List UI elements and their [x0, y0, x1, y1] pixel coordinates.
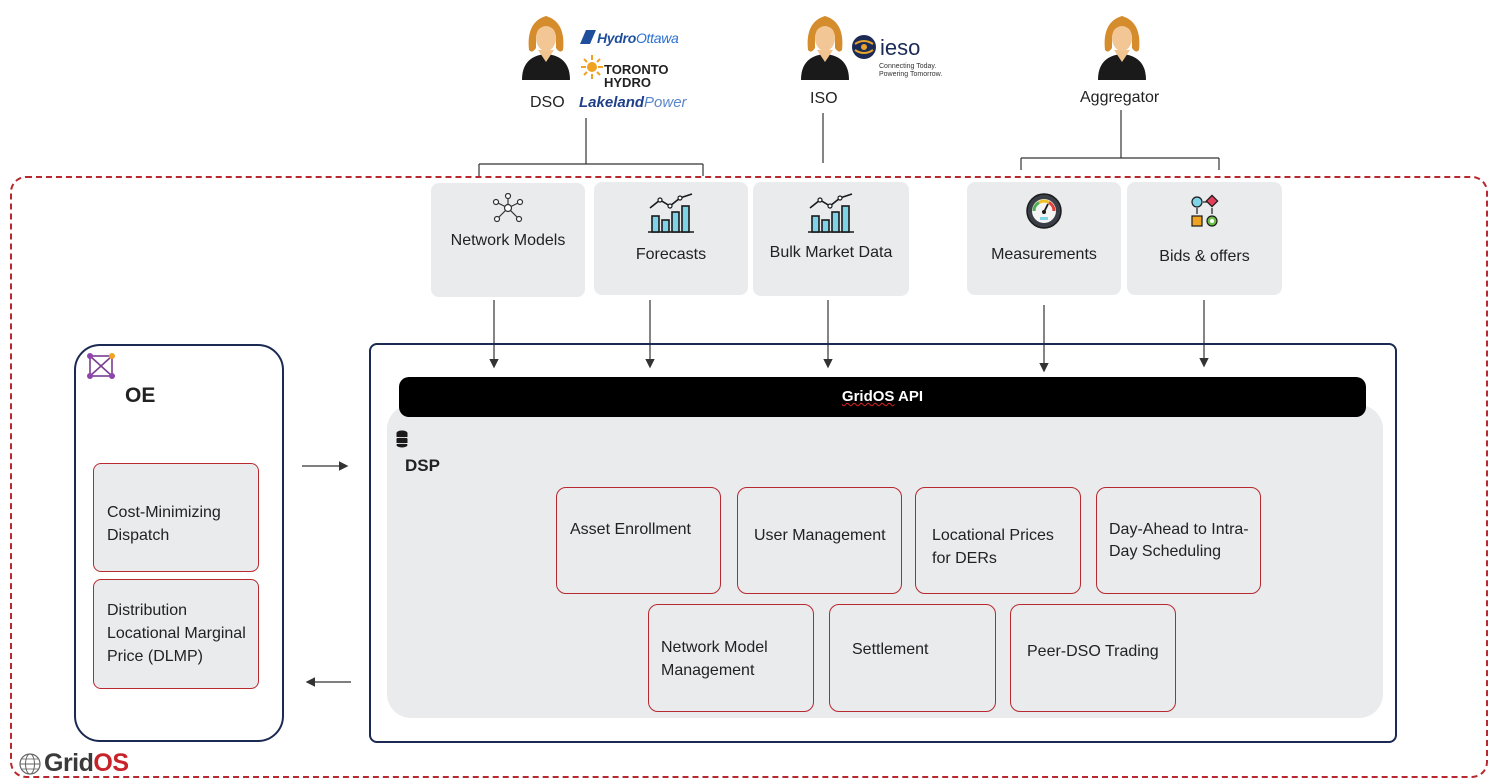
- gridos-globe-icon: [19, 753, 41, 775]
- aggregator-label: Aggregator: [1080, 89, 1160, 106]
- module-label-line1: Day-Ahead to Intra-: [1109, 521, 1249, 538]
- gridos-boundary: [10, 176, 1488, 778]
- hydro-ottawa-logo: HydroOttawa: [597, 30, 679, 46]
- card-bulk-market-data: Bulk Market Data: [753, 182, 909, 296]
- module-user-management: User Management: [737, 487, 902, 594]
- oe-item-line1: Distribution: [107, 602, 188, 619]
- module-label: Peer-DSO Trading: [1027, 643, 1159, 660]
- card-label-network-models: Network Models: [450, 232, 566, 249]
- ieso-tagline-2: Powering Tomorrow.: [879, 71, 943, 78]
- database-icon: [396, 430, 408, 448]
- ieso-name: ieso: [880, 35, 921, 60]
- hydro-ottawa-bold: Hydro: [597, 30, 636, 46]
- dso-person-icon: [522, 16, 570, 80]
- network-nodes-icon: [492, 193, 524, 223]
- card-network-models: Network Models: [431, 183, 585, 297]
- bids-offers-icon: [1190, 194, 1219, 227]
- module-label: Settlement: [852, 641, 929, 658]
- hydro-ottawa-thin: Ottawa: [635, 30, 679, 46]
- card-label-measurements: Measurements: [991, 246, 1097, 263]
- module-label: Asset Enrollment: [570, 521, 691, 538]
- dso-label: DSO: [530, 94, 565, 111]
- oe-container: [74, 344, 284, 742]
- gauge-meter-icon: [1026, 193, 1062, 229]
- bar-chart-trend-icon: [648, 193, 694, 233]
- module-settlement: Settlement: [829, 604, 996, 712]
- module-label-line1: Locational Prices: [932, 527, 1054, 544]
- brand-grid: Grid: [44, 749, 94, 777]
- toronto-hydro-sun-icon: [581, 55, 603, 79]
- ieso-tagline: Connecting Today. Powering Tomorrow.: [879, 63, 942, 79]
- gridos-api-bar: GridOS API: [399, 377, 1366, 417]
- gridos-brand-logo: GridOS: [44, 749, 129, 778]
- dsp-title: DSP: [405, 456, 440, 475]
- oe-item-dlmp: Distribution Locational Marginal Price (…: [93, 579, 259, 689]
- oe-title: OE: [125, 384, 156, 407]
- module-label-line2: for DERs: [932, 550, 997, 567]
- module-locational-prices: Locational Prices for DERs: [915, 487, 1081, 594]
- lakeland-thin: Power: [644, 94, 687, 111]
- api-label-suffix: API: [894, 388, 924, 405]
- module-label-line1: Network Model: [661, 639, 768, 656]
- lakeland-bold: Lakeland: [579, 94, 645, 111]
- oe-item-line1: Cost-Minimizing: [107, 504, 221, 521]
- card-label-bids-offers: Bids & offers: [1159, 248, 1250, 265]
- hydro-ottawa-logo-icon: [580, 30, 596, 44]
- module-label-line2: Management: [661, 662, 755, 679]
- ieso-globe-icon: [852, 35, 876, 59]
- module-day-ahead-scheduling: Day-Ahead to Intra- Day Scheduling: [1096, 487, 1261, 594]
- aggregator-person-icon: [1098, 16, 1146, 80]
- gridos-core-container: [369, 343, 1397, 743]
- card-measurements: Measurements: [967, 182, 1121, 295]
- brand-os: OS: [93, 749, 129, 777]
- card-forecasts: Forecasts: [594, 182, 748, 295]
- card-bids-offers: Bids & offers: [1127, 182, 1282, 295]
- network-square-icon: [87, 353, 115, 379]
- ieso-tagline-1: Connecting Today.: [879, 63, 937, 70]
- card-label-forecasts: Forecasts: [635, 246, 707, 263]
- module-asset-enrollment: Asset Enrollment: [556, 487, 721, 594]
- iso-label: ISO: [810, 90, 838, 107]
- module-peer-dso-trading: Peer-DSO Trading: [1010, 604, 1176, 712]
- oe-item-line2: Dispatch: [107, 527, 170, 544]
- lakeland-power-logo: LakelandPower: [579, 94, 687, 111]
- module-network-model-management: Network Model Management: [648, 604, 814, 712]
- api-label-gridos: GridOS: [841, 388, 895, 405]
- toronto-hydro-logo: TORONTO HYDRO: [604, 63, 669, 89]
- oe-item-line3: Price (DLMP): [107, 648, 204, 665]
- bar-chart-trend-icon: [808, 193, 854, 233]
- card-label-bulk-market-data: Bulk Market Data: [769, 244, 893, 261]
- module-label-line2: Day Scheduling: [1109, 543, 1222, 560]
- toronto-line1: TORONTO: [604, 62, 669, 77]
- oe-item-line2: Locational Marginal: [107, 625, 246, 642]
- module-label: User Management: [754, 527, 886, 544]
- iso-person-icon: [801, 16, 849, 80]
- oe-item-cost-minimizing-dispatch: Cost-Minimizing Dispatch: [93, 463, 259, 572]
- toronto-line2: HYDRO: [604, 75, 651, 90]
